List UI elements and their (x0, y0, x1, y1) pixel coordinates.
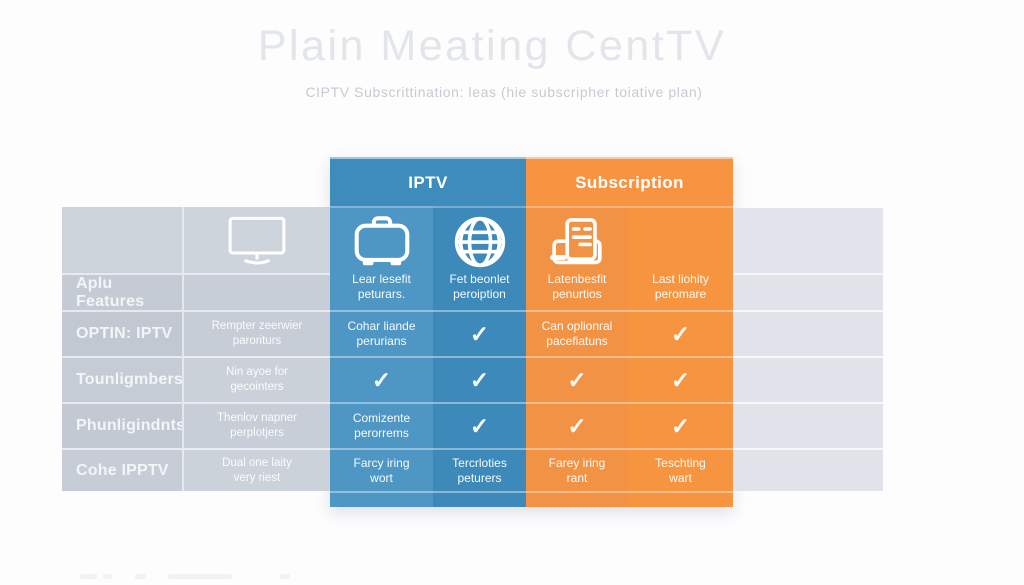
row-description: Dual one laity very riest (182, 448, 330, 491)
column-c-header-cell: Latenbesfit penurtios (526, 206, 628, 310)
right-panel-cell (733, 273, 883, 310)
footer-artifact-dash (168, 574, 232, 579)
right-panel-cell (733, 448, 883, 491)
divider (330, 491, 733, 493)
column-a-caption: Lear lesefit peturars. (352, 272, 411, 301)
empty-cell (182, 273, 330, 310)
group-header-subscription-label: Subscription (575, 172, 684, 192)
tv-icon (224, 214, 290, 266)
column-c-caption: Latenbesfit penurtios (547, 272, 607, 301)
table-cell: Comizente perorrems (330, 402, 433, 448)
cell-text: Teschting wart (655, 455, 706, 485)
row-label: Tounligmbers (62, 356, 183, 402)
check-cell: ✓ (433, 356, 526, 402)
check-cell: ✓ (526, 402, 628, 448)
check-cell: ✓ (433, 402, 526, 448)
row-label: Phunligindnts (62, 402, 185, 448)
check-icon: ✓ (670, 412, 691, 439)
right-panel-cell (733, 208, 883, 273)
right-panel-cell (733, 356, 883, 402)
check-icon: ✓ (567, 366, 587, 393)
footer-artifact-dash (280, 574, 290, 579)
check-cell: ✓ (526, 356, 628, 402)
column-iptv-b (433, 206, 526, 507)
check-icon: ✓ (670, 320, 691, 347)
tv-header-cell (182, 207, 330, 273)
right-panel-cell (733, 310, 883, 356)
document-icon (546, 208, 608, 272)
table-cell: Teschting wart (628, 448, 733, 491)
row-description: Rempter zeerwier paroriturs (182, 310, 330, 356)
check-cell: ✓ (433, 310, 526, 356)
cell-text: Can oplionral pacefiatuns (541, 319, 613, 348)
group-header-iptv-label: IPTV (408, 172, 448, 192)
column-b-header-cell: Fet beonlet peroiption (433, 206, 526, 310)
footer-artifact-dash (103, 574, 112, 579)
column-d-caption: Last liohity peromare (652, 272, 709, 301)
table-cell: Tercrloties peturers (433, 448, 526, 491)
page-title: Plain Meating CentTV (257, 22, 727, 70)
row-label: OPTIN: IPTV (62, 310, 182, 356)
right-panel-cell (733, 402, 883, 448)
check-cell: ✓ (628, 356, 733, 402)
cell-text: Cohar liande perurians (347, 319, 416, 348)
check-icon: ✓ (670, 366, 691, 393)
table-cell: Can oplionral pacefiatuns (526, 310, 628, 356)
row-description: Nin ayoe for gecointers (182, 356, 330, 402)
footer-artifact-dash (80, 574, 97, 579)
cell-text: Farcy iring wort (353, 455, 410, 485)
group-header-subscription: Subscription (526, 157, 733, 206)
corner-empty-cell (62, 207, 182, 273)
column-subscription-d (628, 206, 733, 507)
footer-artifact-dash (135, 574, 146, 579)
row-description: Thenlov napner perplotjers (182, 402, 330, 448)
column-d-header-cell: Last liohity peromare (628, 206, 733, 310)
check-cell: ✓ (330, 356, 433, 402)
check-icon: ✓ (469, 412, 490, 439)
globe-icon (451, 208, 509, 272)
row-label: Aplu Features (62, 273, 182, 310)
cell-text: Tercrloties peturers (452, 455, 507, 485)
check-cell: ✓ (628, 402, 733, 448)
table-cell: Farcy iring wort (330, 448, 433, 491)
check-icon: ✓ (469, 366, 490, 393)
briefcase-icon (351, 208, 413, 272)
row-label: Cohe IPPTV (62, 448, 182, 491)
check-icon: ✓ (567, 412, 587, 439)
cell-text: Farey iring rant (548, 455, 606, 485)
check-icon: ✓ (371, 366, 392, 393)
group-header-iptv: IPTV (330, 157, 526, 206)
table-cell: Cohar liande perurians (330, 310, 433, 356)
table-cell: Farey iring rant (526, 448, 628, 491)
check-cell: ✓ (628, 310, 733, 356)
column-b-caption: Fet beonlet peroiption (449, 272, 510, 301)
cell-text: Comizente perorrems (352, 411, 411, 440)
page-subtitle: CIPTV Subscrittination: leas (hie subscr… (305, 84, 703, 100)
column-a-header-cell: Lear lesefit peturars. (330, 206, 433, 310)
check-icon: ✓ (469, 320, 490, 347)
